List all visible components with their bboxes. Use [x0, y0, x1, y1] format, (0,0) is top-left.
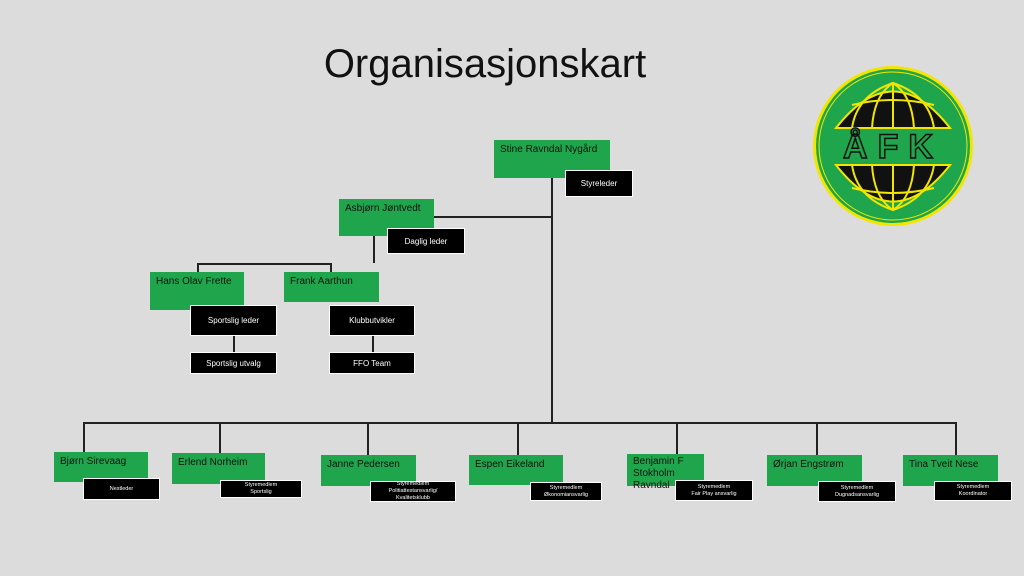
connector-line	[330, 263, 332, 273]
connector-line	[551, 178, 553, 423]
page-title: Organisasjonskart	[323, 42, 647, 86]
connector-line	[676, 422, 678, 454]
svg-text:ÅFK: ÅFK	[843, 128, 943, 166]
node-staff-name: Hans Olav Frette	[150, 272, 244, 310]
connector-line	[373, 236, 375, 263]
connector-line	[434, 216, 552, 218]
connector-line	[197, 263, 331, 265]
connector-line	[219, 422, 221, 453]
node-staff-role: Sportslig leder	[190, 305, 277, 336]
connector-line	[83, 422, 85, 453]
node-staff-name: Frank Aarthun	[284, 272, 379, 302]
node-staff-role: Klubbutvikler	[329, 305, 415, 336]
connector-line	[233, 336, 235, 352]
board-member-name: Ørjan Engstrøm	[767, 455, 862, 486]
node-staff-sub: FFO Team	[329, 352, 415, 374]
board-member-name: Janne Pedersen	[321, 455, 416, 486]
node-chair-role: Styreleder	[565, 170, 633, 197]
connector-line	[197, 263, 199, 273]
connector-line	[372, 336, 374, 352]
board-member-name: Bjørn Sirevaag	[54, 452, 148, 482]
connector-line	[83, 422, 956, 424]
connector-line	[955, 422, 957, 455]
board-member-role: Nestleder	[83, 478, 160, 500]
board-member-name: Erlend Norheim	[172, 453, 265, 484]
connector-line	[816, 422, 818, 455]
club-logo: ÅFK	[813, 66, 973, 226]
connector-line	[517, 422, 519, 455]
connector-line	[367, 422, 369, 455]
board-member-name: Espen Eikeland	[469, 455, 563, 485]
node-staff-sub: Sportslig utvalg	[190, 352, 277, 374]
board-member-name: Tina Tveit Nese	[903, 455, 998, 486]
node-manager-role: Daglig leder	[387, 228, 465, 254]
